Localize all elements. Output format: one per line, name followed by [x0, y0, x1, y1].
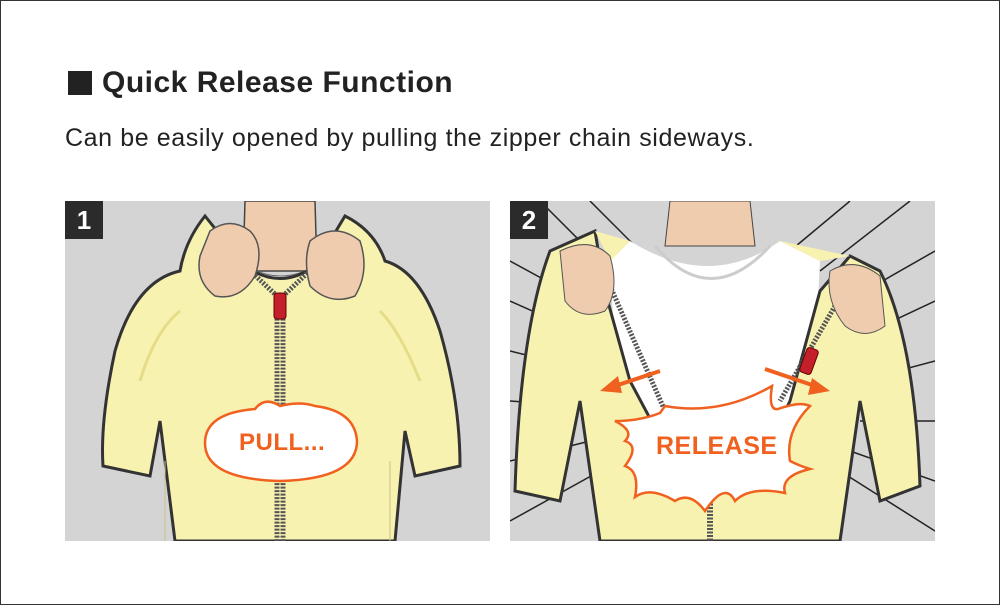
- description: Can be easily opened by pulling the zipp…: [65, 124, 755, 152]
- step-2-illustration: [510, 201, 935, 541]
- step-1-panel: 1 PULL...: [65, 201, 490, 541]
- square-bullet-icon: [68, 71, 92, 95]
- release-caption: RELEASE: [656, 432, 778, 460]
- step-2-panel: 2 RELEASE: [510, 201, 935, 541]
- step-1-illustration: [101, 201, 462, 541]
- pull-caption: PULL...: [239, 429, 326, 456]
- step-number: 1: [65, 201, 103, 239]
- step-number: 2: [510, 201, 548, 239]
- zipper-pull-icon: [273, 292, 287, 320]
- zipper-pull-icon: [799, 347, 819, 375]
- page-title: Quick Release Function: [102, 66, 454, 99]
- burst-bubble: [614, 383, 815, 514]
- section-heading: Quick Release Function: [68, 66, 453, 100]
- speech-bubble: [203, 400, 359, 483]
- pull-right-arrow-icon: [764, 367, 830, 395]
- pull-left-arrow-icon: [600, 369, 661, 393]
